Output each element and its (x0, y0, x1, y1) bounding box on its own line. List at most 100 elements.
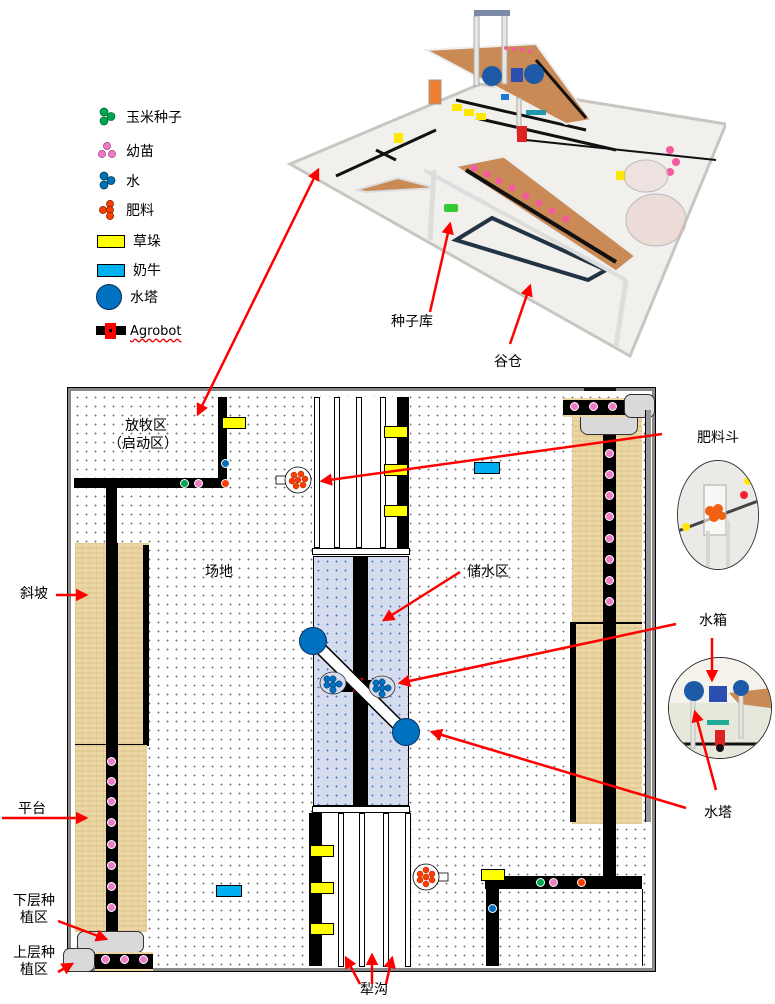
haystack (481, 869, 505, 881)
field-label: 场地 (205, 564, 233, 580)
track (74, 478, 227, 488)
legend-item-haystack: 草垛 (97, 230, 161, 252)
legend-item-corn-seed: 玉米种子 (96, 106, 182, 128)
agrobot-icon (96, 323, 126, 339)
callout-platform: 平台 (18, 801, 46, 817)
haystack (310, 923, 334, 935)
seedling-ball (107, 840, 116, 849)
seedling-ball (107, 861, 116, 870)
legend-label: 草垛 (133, 234, 161, 250)
haystack (384, 464, 408, 476)
water-tower-photo-illustration (669, 658, 771, 758)
slope-edge (570, 622, 576, 822)
field-photo (286, 0, 729, 370)
seedling-ball (139, 955, 148, 964)
fertilizer-hopper-photo-illustration (678, 461, 758, 569)
photo-label-seed-store: 种子库 (391, 314, 433, 330)
fertilizer-ball (577, 878, 586, 887)
water-tower (392, 718, 420, 746)
fertilizer-hopper-photo (677, 460, 759, 570)
water-tower-assembly (308, 636, 409, 736)
track (106, 488, 117, 543)
furrow-cap (312, 548, 410, 555)
field-model-illustration (286, 10, 729, 359)
corn-seed-icon (99, 107, 116, 126)
fertilizer-icon (99, 200, 114, 220)
callout-water-tank: 水箱 (699, 613, 727, 629)
seedling-ball (605, 597, 614, 606)
seedling-ball (107, 818, 116, 827)
water-tower-icon (96, 284, 122, 310)
right-wall (645, 410, 651, 822)
seedling-ball (107, 777, 116, 786)
seedling-ball (605, 491, 614, 500)
pasture-zone-sublabel: （启动区） (108, 436, 178, 452)
furrow (356, 397, 362, 548)
seedling-ball (120, 955, 129, 964)
track (106, 543, 118, 745)
legend-item-water-tower: 水塔 (96, 284, 158, 310)
cow (216, 885, 242, 897)
callout-water-tower: 水塔 (704, 805, 732, 821)
furrow (338, 813, 344, 967)
corn-seed-ball (536, 878, 545, 887)
seedling-ball (605, 512, 614, 521)
photo-label-granary: 谷仓 (494, 354, 522, 370)
legend-label: 水塔 (130, 290, 158, 306)
legend-label: 幼苗 (126, 144, 154, 160)
seedling-ball (101, 955, 110, 964)
legend-label: 奶牛 (133, 263, 161, 279)
legend-label: 玉米种子 (126, 110, 182, 126)
cow-icon (97, 263, 125, 277)
legend-item-cow: 奶牛 (97, 259, 161, 281)
legend-label: 肥料 (126, 203, 154, 219)
furrow-area-bottom (320, 813, 410, 966)
seedling-ball (605, 534, 614, 543)
seedling-ball (570, 402, 579, 411)
slope-edge (143, 545, 149, 745)
furrow (383, 813, 389, 967)
corn-seed-ball (180, 479, 189, 488)
furrow (334, 397, 340, 548)
legend-label: 水 (126, 174, 140, 190)
water-ball (221, 459, 230, 468)
callout-fertilizer-hopper: 肥料斗 (697, 430, 739, 446)
callout-upper-planting: 上层种植区 (13, 945, 55, 978)
haystack-icon (97, 234, 125, 248)
seedling-ball (549, 878, 558, 887)
callout-slope: 斜坡 (20, 586, 48, 602)
track (485, 876, 642, 889)
callout-lower-planting: 下层种植区 (13, 893, 55, 926)
top-right-marker (584, 387, 616, 391)
reservoir-label: 储水区 (467, 564, 509, 580)
water-icon (99, 171, 116, 190)
fertilizer-ball (221, 479, 230, 488)
fertilizer-hopper (412, 863, 449, 891)
track (218, 397, 227, 488)
callout-furrow: 犁沟 (360, 982, 388, 998)
haystack (384, 426, 408, 438)
seedling-ball (589, 402, 598, 411)
seedling-ball (107, 903, 116, 912)
water-ball (488, 904, 497, 913)
legend-item-fertilizer: 肥料 (96, 199, 154, 221)
haystack (222, 417, 246, 429)
legend-label: Agrobot (130, 323, 182, 339)
legend-item-seedling: 幼苗 (96, 140, 154, 162)
furrow (314, 397, 320, 548)
haystack (310, 845, 334, 857)
furrow (405, 813, 411, 967)
seedling-ball (608, 402, 617, 411)
water-tower (299, 627, 327, 655)
fertilizer-hopper (275, 466, 312, 494)
seedling-icon (98, 142, 116, 158)
seedling-ball (107, 757, 116, 766)
seedling-ball (605, 555, 614, 564)
pasture-zone-label: 放牧区 (125, 418, 167, 434)
haystack (384, 505, 408, 517)
seedling-ball (107, 797, 116, 806)
seedling-ball (605, 449, 614, 458)
water-tank-left (319, 671, 347, 695)
haystack (310, 882, 334, 894)
cow (474, 462, 500, 474)
